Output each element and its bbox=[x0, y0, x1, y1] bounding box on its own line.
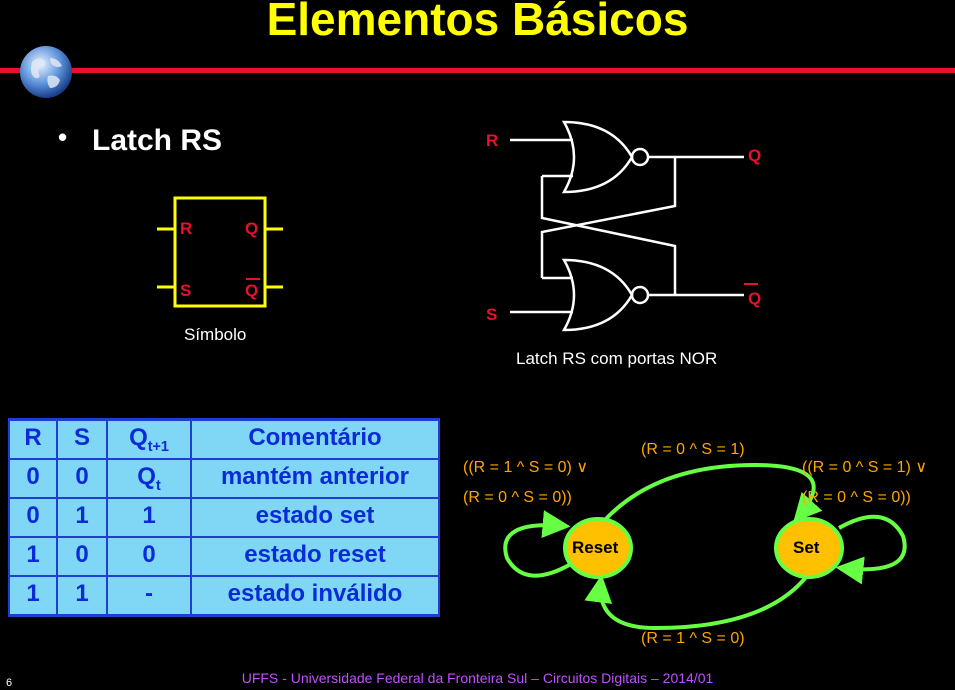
state-diagram bbox=[503, 462, 907, 631]
circuit-q-label: Q bbox=[748, 146, 762, 165]
circuit-qbar-label: Q bbox=[748, 289, 762, 308]
footer-text: UFFS - Universidade Federal da Fronteira… bbox=[241, 670, 714, 686]
symbol-s-label: S bbox=[180, 281, 192, 300]
table-row: 1 0 0 estado reset bbox=[8, 536, 440, 577]
to-reset-condition: (R = 1 ^ S = 0) bbox=[641, 630, 745, 647]
symbol-caption: Símbolo bbox=[184, 325, 247, 344]
bullet-text: Latch RS bbox=[92, 124, 223, 157]
reset-loop-condition-1: ((R = 1 ^ S = 0) ∨ bbox=[463, 459, 589, 476]
reset-loop-condition-2: (R = 0 ^ S = 0)) bbox=[463, 489, 572, 506]
header-cell: Qt+1 bbox=[106, 418, 192, 460]
set-loop-condition-1: ((R = 0 ^ S = 1) ∨ bbox=[802, 459, 928, 476]
header-cell: R bbox=[8, 418, 58, 460]
page-title: Elementos Básicos bbox=[266, 0, 689, 45]
circuit-r-label: R bbox=[486, 131, 499, 150]
header-cell: S bbox=[56, 418, 108, 460]
symbol-r-label: R bbox=[180, 219, 193, 238]
bullet-marker: • bbox=[58, 122, 68, 152]
reset-state-label: Reset bbox=[572, 538, 619, 557]
header-cell: Comentário bbox=[190, 418, 440, 460]
table-row: 0 1 1 estado set bbox=[8, 497, 440, 538]
set-loop-condition-2: (R = 0 ^ S = 0)) bbox=[802, 489, 911, 506]
globe-icon bbox=[20, 46, 72, 98]
reset-state bbox=[563, 517, 633, 579]
set-state-label: Set bbox=[793, 538, 820, 557]
upper-nor-gate bbox=[561, 120, 634, 194]
truth-table: R S Qt+1 Comentário 0 0 Qt mantém anteri… bbox=[8, 418, 440, 617]
symbol-qbar-label: Q bbox=[245, 281, 259, 300]
table-row: 1 1 - estado inválido bbox=[8, 575, 440, 617]
table-header-row: R S Qt+1 Comentário bbox=[8, 418, 440, 460]
title-underline bbox=[0, 68, 955, 73]
set-state bbox=[774, 517, 844, 579]
circuit-caption: Latch RS com portas NOR bbox=[516, 349, 718, 368]
transition-to-reset bbox=[584, 574, 809, 631]
transition-to-set bbox=[601, 462, 823, 524]
to-set-condition: (R = 0 ^ S = 1) bbox=[641, 441, 745, 458]
reset-self-loop bbox=[503, 510, 572, 578]
circuit-s-label: S bbox=[486, 305, 498, 324]
lower-nor-gate bbox=[561, 258, 634, 332]
page-number: 6 bbox=[6, 677, 13, 689]
nor-latch-circuit bbox=[510, 120, 758, 332]
latch-symbol bbox=[157, 196, 283, 308]
table-row: 0 0 Qt mantém anterior bbox=[8, 458, 440, 499]
set-self-loop bbox=[835, 514, 907, 585]
symbol-q-label: Q bbox=[245, 219, 259, 238]
